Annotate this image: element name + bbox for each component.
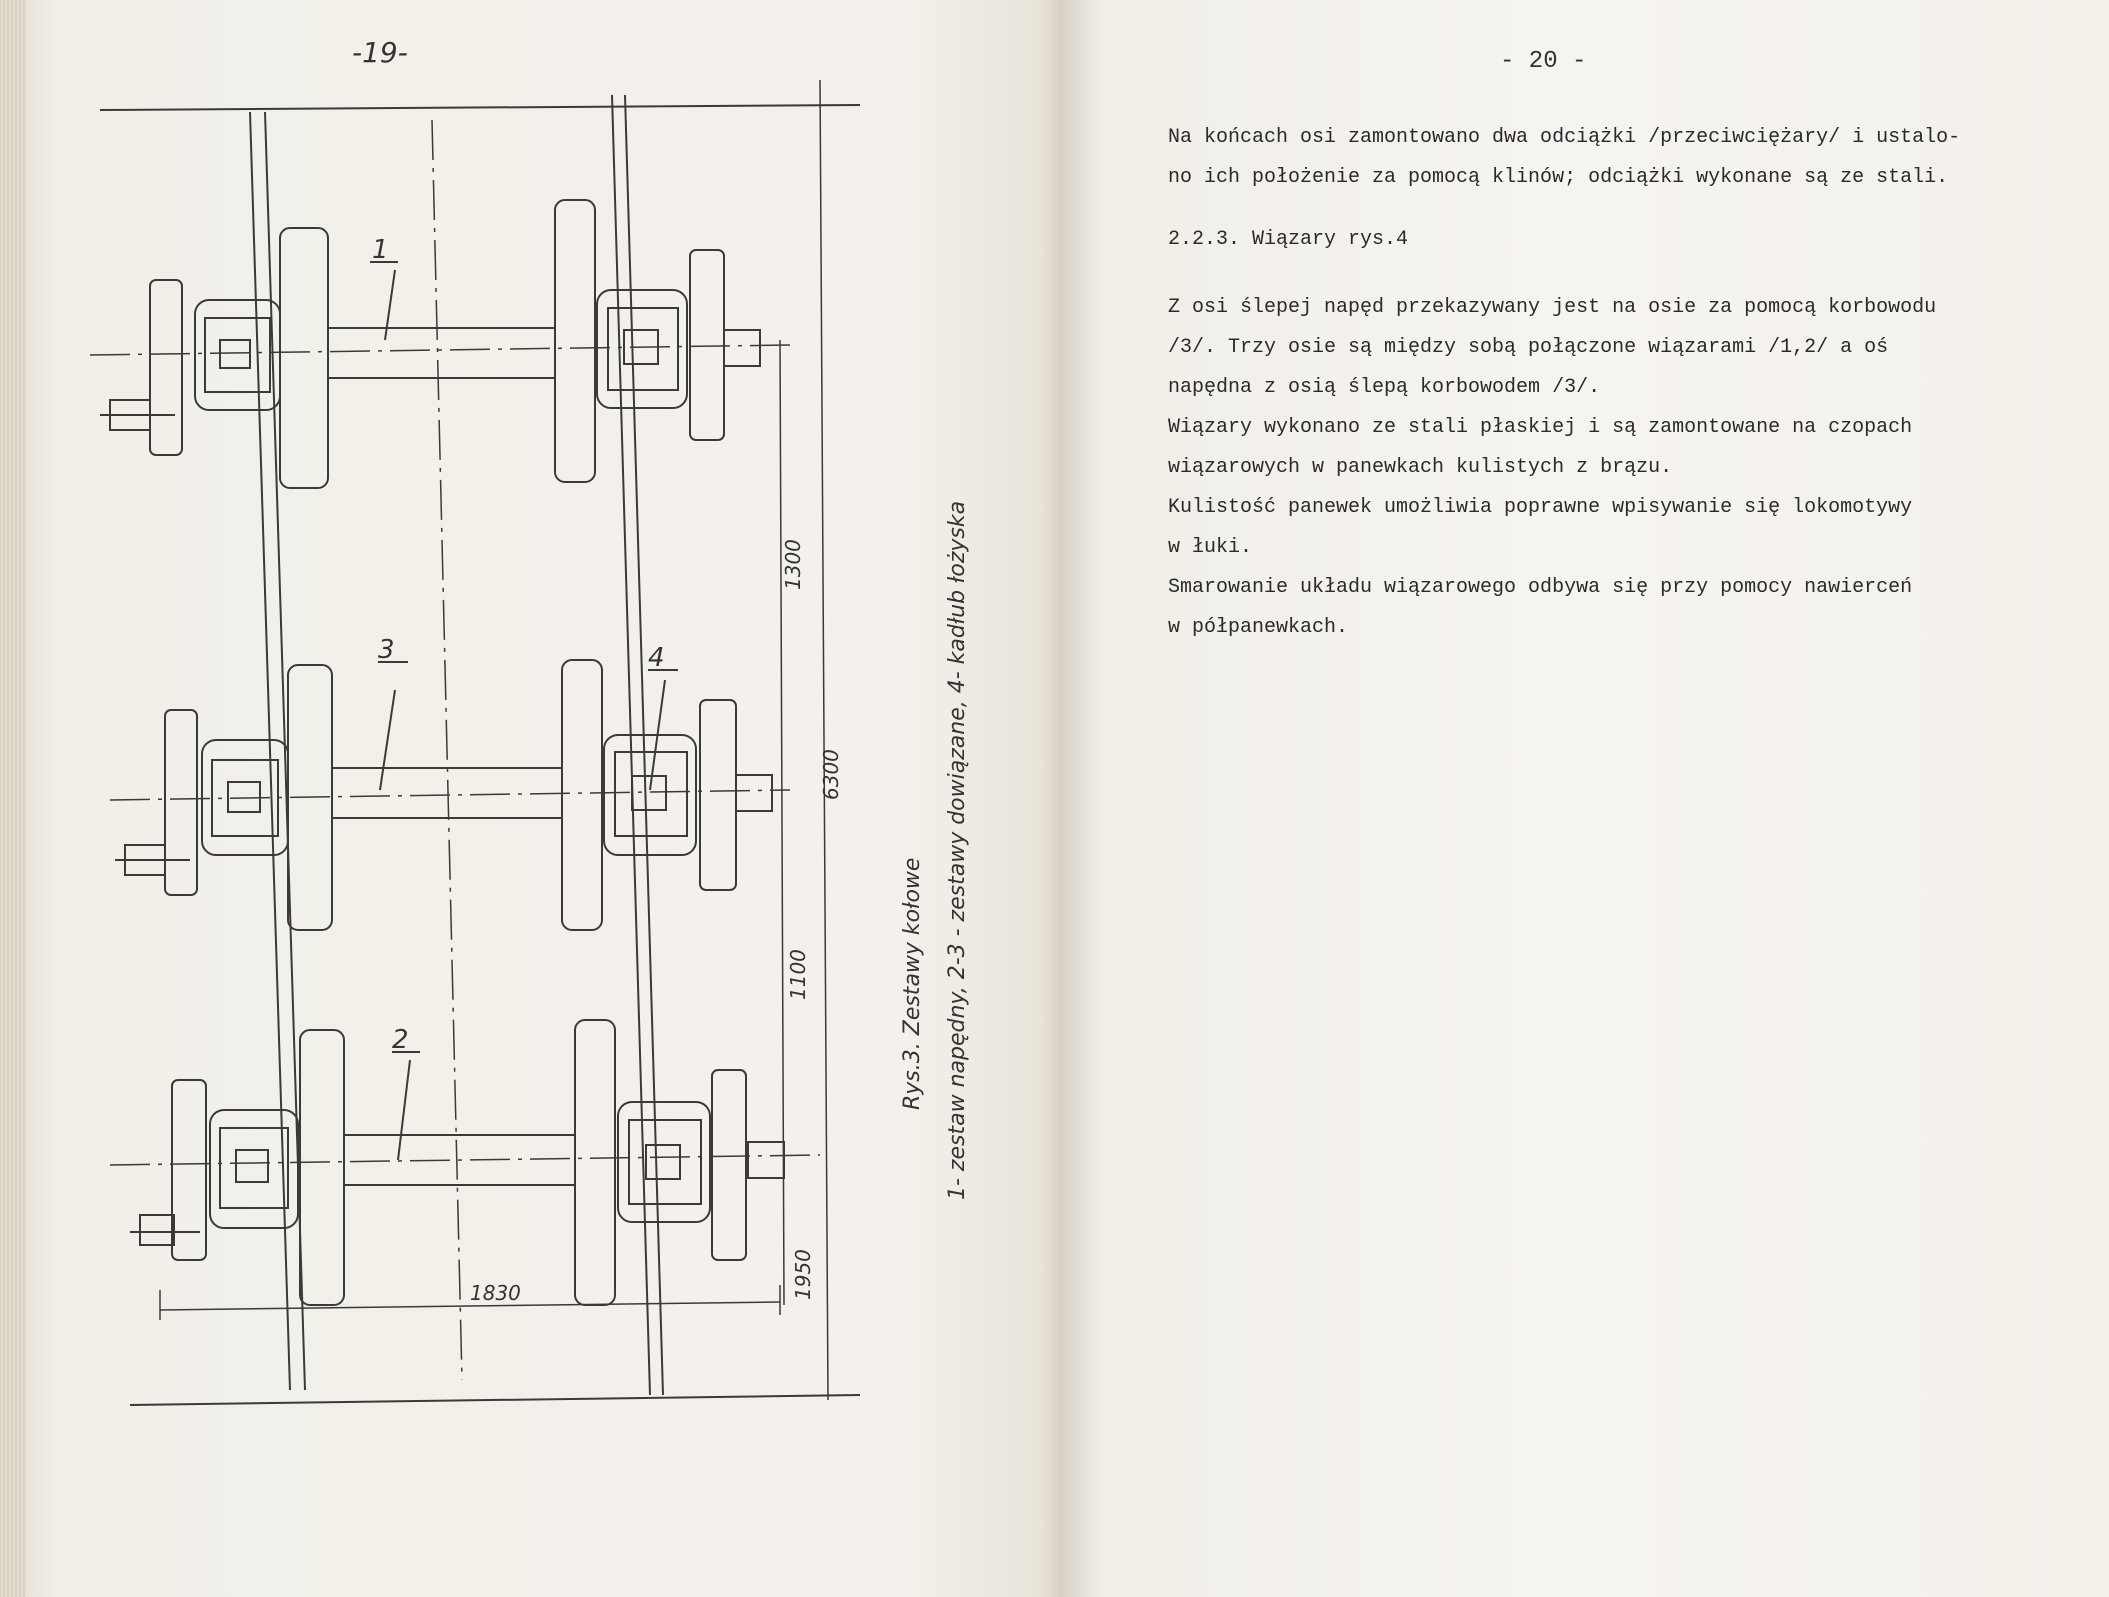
text-line: Z osi ślepej napęd przekazywany jest na …: [1168, 296, 1937, 319]
text-line: w półpanewkach.: [1168, 616, 1349, 639]
figure-caption: Rys.3. Zestawy kołowe 1- zestaw napędny,…: [900, 501, 970, 1200]
text-line: Wiązary wykonano ze stali płaskiej i są …: [1168, 416, 1913, 439]
wheelset-2: [109, 1019, 821, 1306]
wheelset-drawing: 1 3 4 2 1300 6300 1100 1950 1830: [89, 79, 861, 1406]
text-line: wiązarowych w panewkach kulistych z brąz…: [1168, 456, 1673, 479]
label-part-1: 1: [372, 235, 389, 265]
centerline: [431, 119, 463, 1381]
dimension-1950: 1950: [791, 1249, 815, 1300]
text-line: napędna z osią ślepą korbowodem /3/.: [1168, 376, 1601, 399]
section-heading: 2.2.3. Wiązary rys.4: [1168, 228, 1409, 251]
text-line: Smarowanie układu wiązarowego odbywa się…: [1168, 576, 1913, 599]
text-line: w łuki.: [1168, 536, 1253, 559]
dimension-6300: 6300: [819, 749, 843, 800]
caption-title: Rys.3. Zestawy kołowe: [900, 857, 925, 1110]
wheelset-1: [89, 199, 791, 489]
typed-text: Na końcach osi zamontowano dwa odciążki …: [1168, 118, 2088, 648]
page-number-right: - 20 -: [1500, 48, 1587, 75]
right-page: [1062, 0, 2109, 1597]
frame-bottom-line: [129, 1394, 861, 1406]
wheelset-3: [109, 659, 791, 931]
frame-top-line: [99, 104, 861, 111]
dimension-1300: 1300: [781, 539, 805, 590]
page-number-left: -19-: [352, 36, 408, 69]
label-part-3: 3: [378, 635, 395, 665]
page-edges: [0, 0, 26, 1597]
text-line: Kulistość panewek umożliwia poprawne wpi…: [1168, 496, 1913, 519]
text-line: /3/. Trzy osie są między sobą połączone …: [1168, 336, 1889, 359]
text-line: no ich położenie za pomocą klinów; odcią…: [1168, 166, 1949, 189]
caption-legend: 1- zestaw napędny, 2-3 - zestawy dowiąza…: [945, 500, 970, 1200]
label-part-2: 2: [392, 1025, 409, 1055]
frame-line-left: [249, 111, 291, 1391]
dimension-1100: 1100: [786, 949, 810, 1000]
label-part-4: 4: [648, 643, 665, 673]
dimension-1830: 1830: [470, 1281, 521, 1305]
frame-line-right: [611, 94, 651, 1396]
text-line: Na końcach osi zamontowano dwa odciążki …: [1168, 126, 1961, 149]
